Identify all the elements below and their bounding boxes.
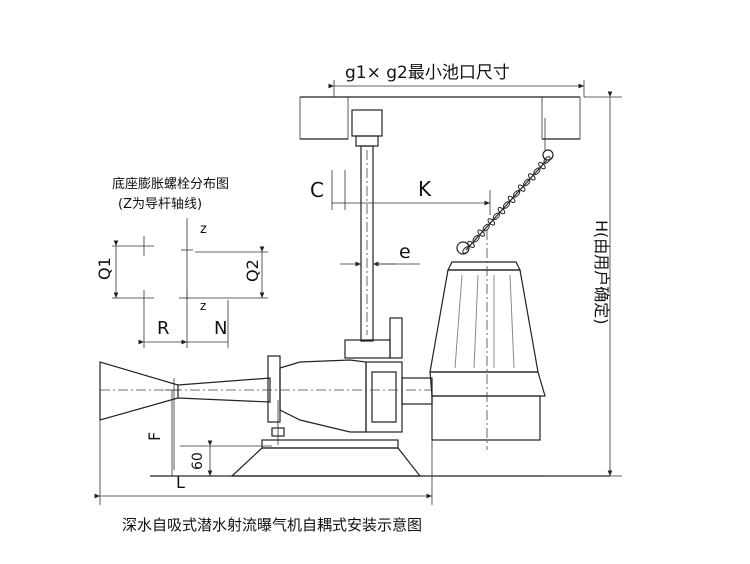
- q2-label: Q2: [243, 259, 262, 282]
- sixty-label: 60: [190, 452, 206, 470]
- guide-rail: [344, 109, 383, 342]
- chain-link: [502, 201, 511, 209]
- chain-link: [477, 229, 486, 237]
- r-label: R: [157, 318, 170, 339]
- chain-link: [507, 195, 516, 204]
- lifting-chain: [456, 118, 554, 255]
- c-dimension: C: [310, 170, 345, 210]
- l-label: L: [176, 473, 185, 492]
- chain-link: [512, 189, 521, 198]
- sixty-dimension: 60: [180, 440, 272, 477]
- anchor-bolt-layout: 底座膨胀螺栓分布图 (Z为导杆轴线) z z Q1 Q2 R N: [95, 176, 268, 348]
- diagram-caption: 深水自吸式潜水射流曝气机自耦式安装示意图: [122, 516, 422, 534]
- jet-aerator: [99, 355, 432, 470]
- chain-link: [487, 218, 496, 226]
- anchor-subtitle: (Z为导杆轴线): [118, 197, 202, 212]
- coupling-seat: [344, 317, 433, 433]
- chain-link: [472, 234, 480, 243]
- chain-link: [467, 240, 475, 249]
- k-label: K: [418, 177, 432, 201]
- h-dimension: H(由用户确定): [545, 91, 622, 477]
- pit-size-dimension: g1× g2最小池口尺寸: [328, 63, 585, 97]
- chain-link: [517, 184, 526, 192]
- chain-link: [527, 173, 536, 181]
- k-dimension: K: [345, 177, 491, 215]
- z-top-label: z: [200, 222, 207, 237]
- chain-link: [538, 161, 546, 170]
- e-dimension: e: [340, 241, 420, 267]
- l-dimension: L: [94, 420, 433, 505]
- chain-link: [492, 212, 501, 221]
- pit-size-label: g1× g2最小池口尺寸: [345, 63, 510, 83]
- n-label: N: [214, 318, 227, 339]
- foundation: [150, 439, 610, 477]
- chain-link: [482, 223, 490, 232]
- h-label: H(由用户确定): [592, 220, 611, 325]
- q1-label: Q1: [95, 257, 114, 280]
- z-bottom-label: z: [200, 299, 206, 313]
- chain-link: [523, 178, 531, 187]
- chain-link: [533, 167, 541, 176]
- chain-link: [497, 206, 506, 215]
- c-label: C: [310, 178, 324, 202]
- chain-link: [543, 156, 551, 164]
- e-label: e: [399, 241, 411, 263]
- anchor-title: 底座膨胀螺栓分布图: [112, 176, 229, 192]
- f-label: F: [145, 432, 164, 441]
- pit-slab: [299, 96, 581, 140]
- submersible-pump: [429, 230, 546, 450]
- f-dimension: F: [145, 389, 180, 476]
